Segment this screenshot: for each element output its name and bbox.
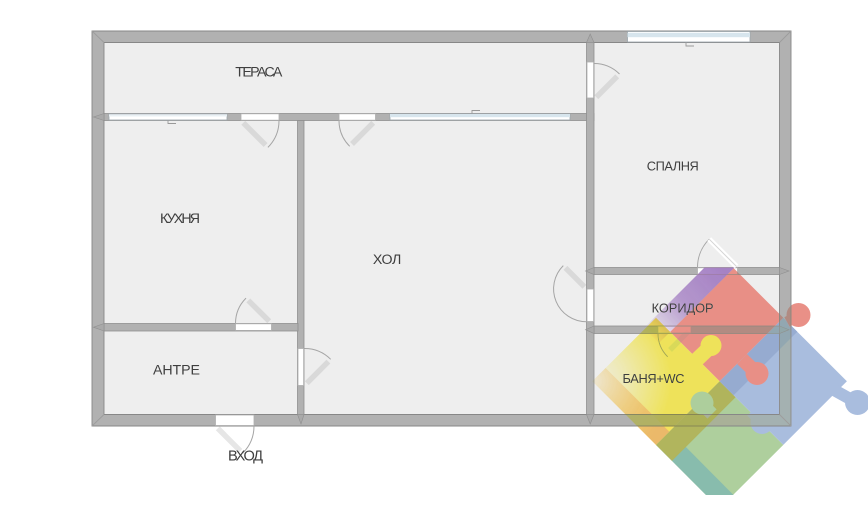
svg-text:КУХНЯ: КУХНЯ bbox=[160, 211, 200, 227]
svg-text:АНТРЕ: АНТРЕ bbox=[153, 363, 200, 379]
svg-text:СПАЛНЯ: СПАЛНЯ bbox=[647, 159, 699, 174]
svg-text:ВХОД: ВХОД bbox=[228, 449, 263, 465]
svg-text:ТЕРАСА: ТЕРАСА bbox=[235, 64, 283, 80]
svg-text:ХОЛ: ХОЛ bbox=[373, 252, 402, 268]
